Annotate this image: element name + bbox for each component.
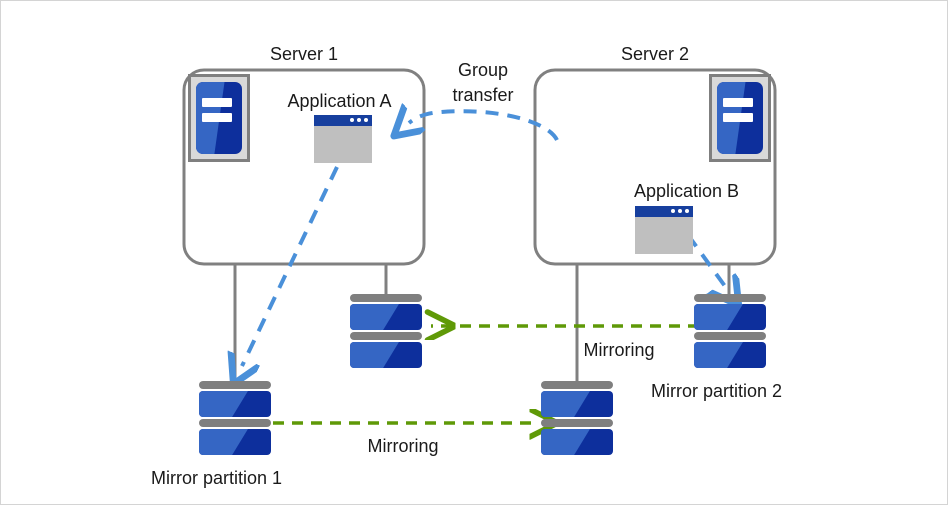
disk-cap-middle: [541, 419, 613, 427]
disk-cap-top: [541, 381, 613, 389]
application-window-dots-a: [350, 118, 368, 122]
disk-platter-highlight: [694, 304, 743, 330]
disk-platter-highlight: [350, 342, 399, 368]
application-window-dots-b: [671, 209, 689, 213]
mirroring-lower-label: Mirroring: [367, 436, 439, 456]
disk-cap-top: [199, 381, 271, 389]
disk-partition-icon-mirror-of-partition-1: [541, 381, 613, 455]
disk-partition-icon-mirror-partition-2: [694, 294, 766, 368]
server-rack-icon-2: [709, 74, 771, 162]
disk-platter-highlight: [199, 391, 248, 417]
server-rack-slot-2: [202, 112, 232, 123]
disk-platter-highlight: [350, 304, 399, 330]
disk-platter-2: [199, 429, 271, 455]
mirror-partition-1-label: Mirror partition 1: [151, 468, 283, 488]
server-rack-slot-2: [723, 112, 753, 123]
disk-cap-middle: [350, 332, 422, 340]
server-rack-body-2: [717, 82, 763, 154]
disk-cap-top: [350, 294, 422, 302]
app-b-to-partition2-arrow: [686, 233, 727, 289]
mirroring-upper-label: Mirroring: [583, 340, 655, 360]
server-rack-slot-1: [723, 97, 753, 108]
disk-platter-1: [541, 391, 613, 417]
server-2-title: Server 2: [620, 44, 690, 64]
mirror-partition-2-label: Mirror partition 2: [651, 381, 783, 401]
app-a-to-partition1-arrow: [242, 166, 339, 366]
disk-cap-middle: [199, 419, 271, 427]
server-rack-slot-1: [202, 97, 232, 108]
disk-platter-1: [694, 304, 766, 330]
group-transfer-label-line2: transfer: [452, 85, 514, 105]
disk-platter-highlight: [199, 429, 248, 455]
application-window-titlebar-b: [635, 206, 693, 217]
disk-platter-highlight: [694, 342, 743, 368]
disk-platter-2: [694, 342, 766, 368]
disk-platter-highlight: [541, 429, 590, 455]
application-a-label: Application A: [287, 91, 392, 111]
application-window-body-a: [314, 126, 372, 163]
application-window-icon-a: [314, 115, 372, 163]
server-rack-icon: [188, 74, 250, 162]
disk-partition-icon-mirror-partition-1: [199, 381, 271, 455]
disk-platter-2: [350, 342, 422, 368]
server-rack-body: [196, 82, 242, 154]
disk-cap-middle: [694, 332, 766, 340]
application-window-icon-b: [635, 206, 693, 254]
application-b-label: Application B: [633, 181, 740, 201]
application-window-titlebar-a: [314, 115, 372, 126]
disk-platter-2: [541, 429, 613, 455]
disk-platter-1: [350, 304, 422, 330]
disk-platter-highlight: [541, 391, 590, 417]
application-window-body-b: [635, 217, 693, 254]
disk-platter-1: [199, 391, 271, 417]
group-transfer-label-line1: Group: [457, 60, 509, 80]
server-1-title: Server 1: [269, 44, 339, 64]
disk-cap-top: [694, 294, 766, 302]
group-transfer-arrow: [409, 111, 559, 142]
disk-partition-icon-mirror-of-partition-2: [350, 294, 422, 368]
